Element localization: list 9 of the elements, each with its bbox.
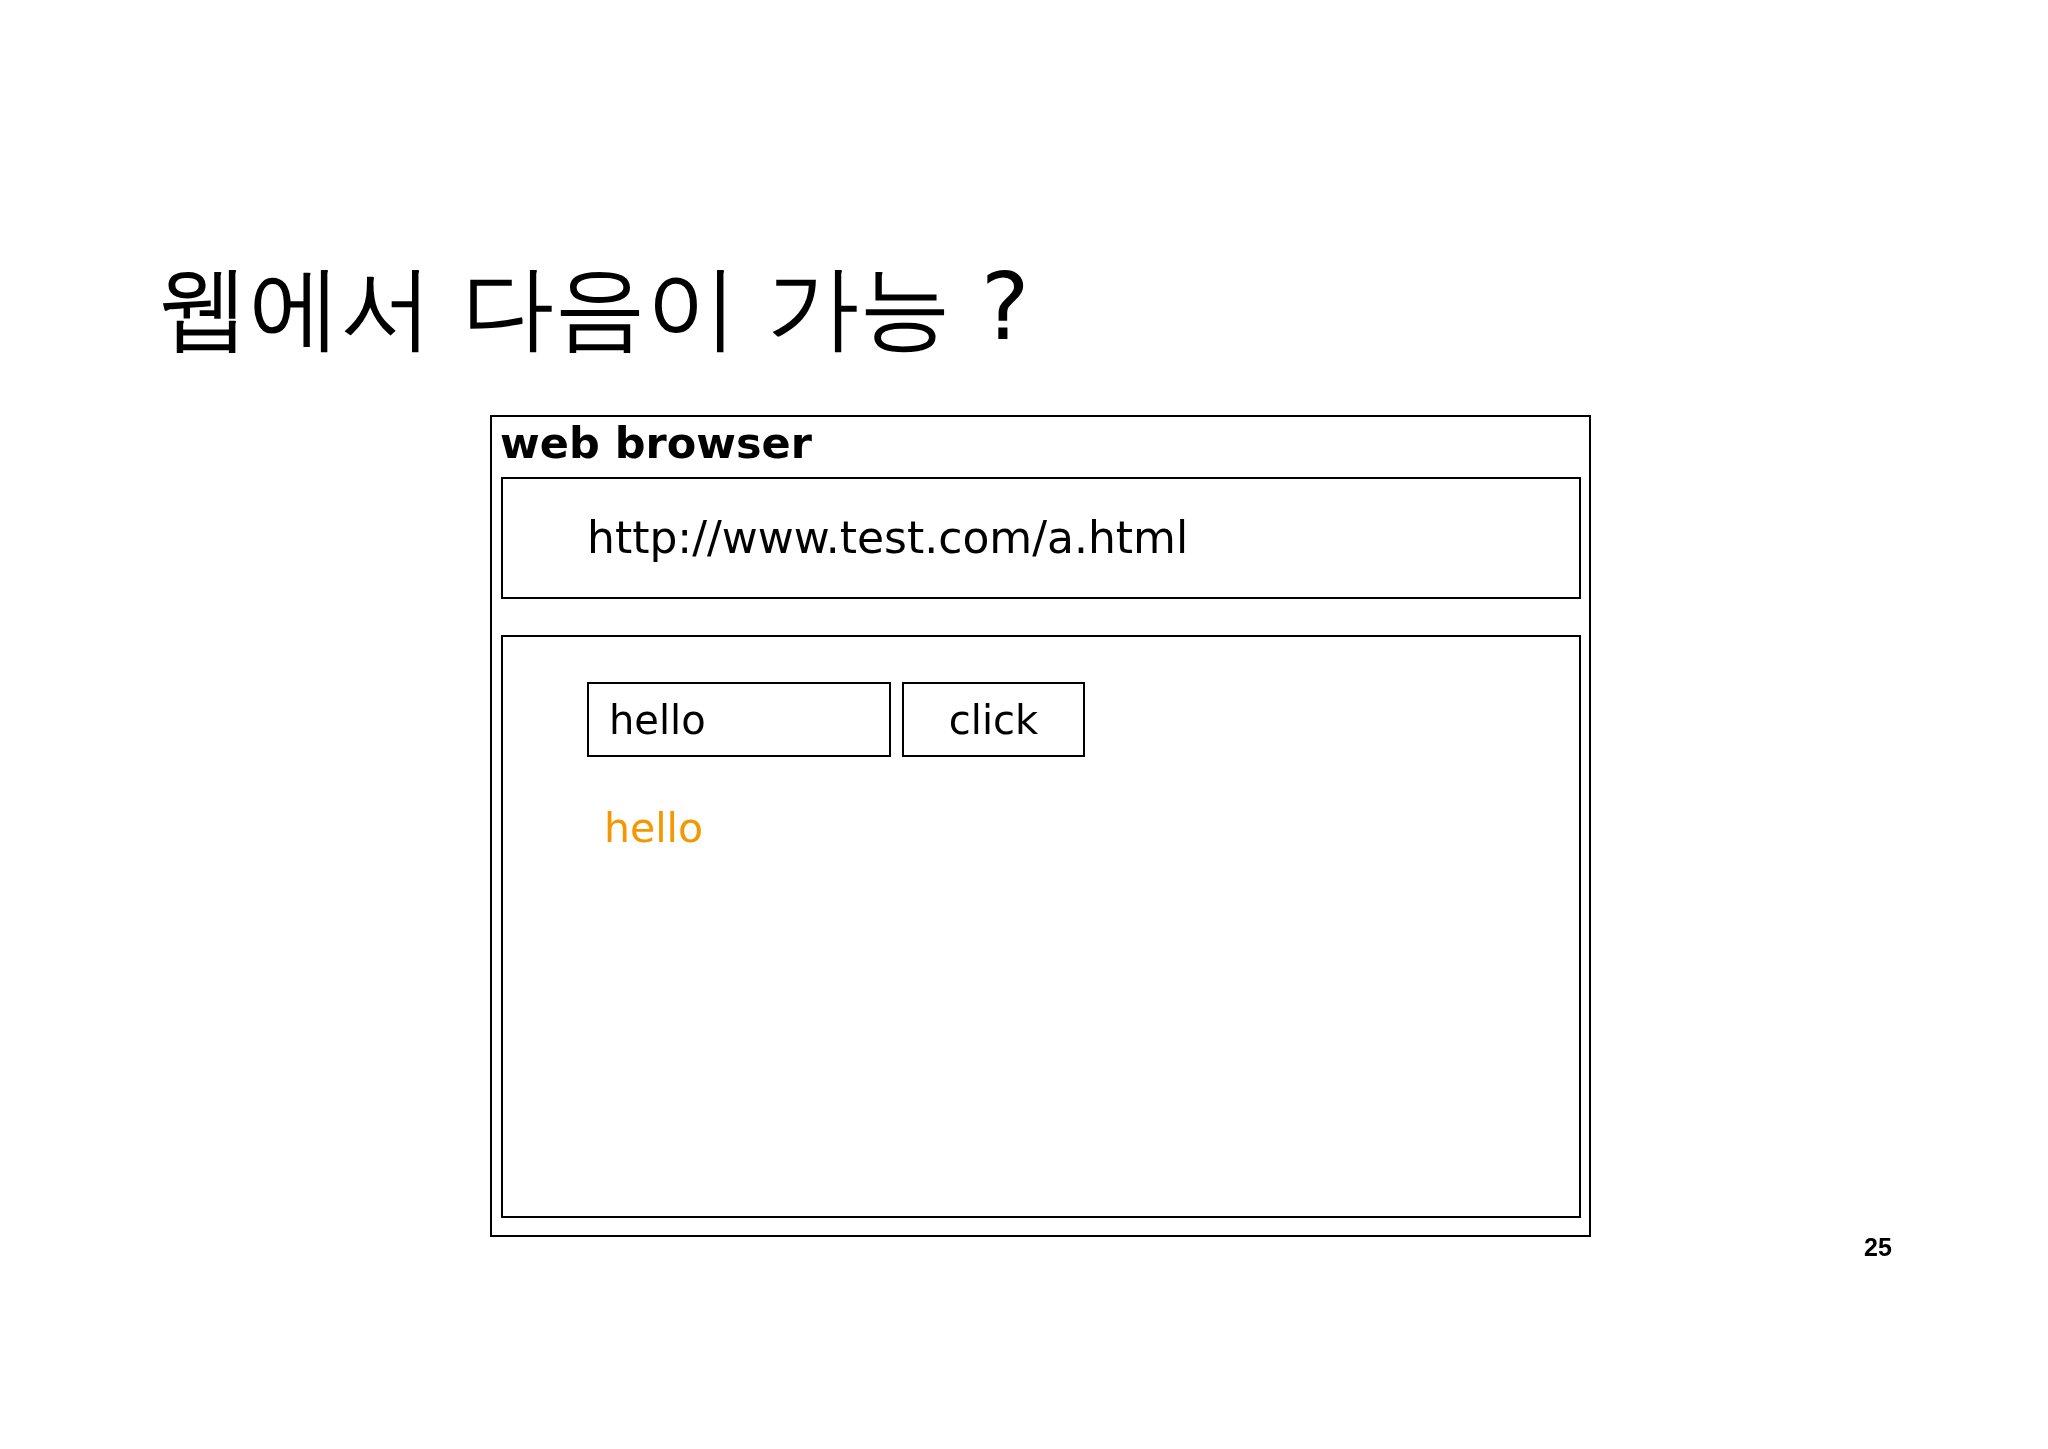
text-input-field: hello (587, 682, 891, 757)
page-content-area (501, 635, 1581, 1218)
page-number: 25 (1864, 1235, 1892, 1260)
button: click (902, 682, 1085, 757)
slide-title: 웹에서 다음이 가능 ? (157, 262, 1030, 354)
window-title: web browser (500, 422, 812, 465)
output-text: hello (604, 808, 704, 849)
address-bar: http://www.test.com/a.html (501, 477, 1581, 599)
browser-window (490, 415, 1591, 1237)
